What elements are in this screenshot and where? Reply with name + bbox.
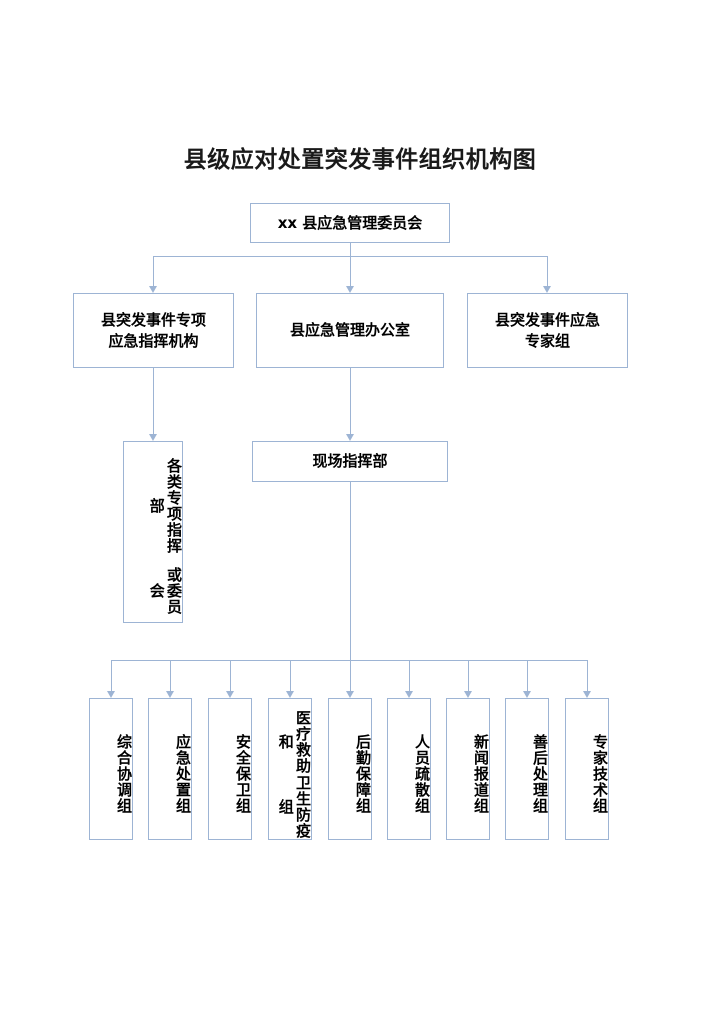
arrowhead-group-7 (464, 691, 472, 698)
node-group-2[interactable]: 应急处置组 (148, 698, 192, 840)
node-level2-1-label: 县突发事件专项 应急指挥机构 (100, 311, 206, 350)
connector-group-drop-9 (587, 660, 588, 691)
node-level2-3-label: 县突发事件应急 专家组 (494, 311, 600, 350)
node-group-6-col-1: 人员疏散组 (413, 734, 431, 814)
connector-group-drop-8 (527, 660, 528, 691)
node-group-4-text: 医疗救助和 卫生防疫组 (277, 709, 312, 839)
node-group-8-col-1: 善后处理组 (531, 734, 549, 814)
node-group-3[interactable]: 安全保卫组 (208, 698, 252, 840)
node-level2-3[interactable]: 县突发事件应急 专家组 (467, 293, 628, 368)
node-group-3-text: 安全保卫组 (234, 734, 252, 814)
connector-groups-bus (111, 660, 587, 661)
node-group-9-text: 专家技术组 (591, 734, 609, 814)
node-level3-left-col-left: 或委员会 (147, 567, 183, 616)
connector-level2-drop-2 (350, 256, 351, 286)
arrowhead-group-9 (583, 691, 591, 698)
arrowhead-group-3 (226, 691, 234, 698)
node-group-6-text: 人员疏散组 (413, 734, 431, 814)
node-group-1[interactable]: 综合协调组 (89, 698, 133, 840)
connector-group-drop-6 (409, 660, 410, 691)
connector-level2-drop-1 (153, 256, 154, 286)
connector-l2-2-to-l3-center (350, 368, 351, 434)
connector-group-drop-1 (111, 660, 112, 691)
arrowhead-group-5 (346, 691, 354, 698)
node-group-6[interactable]: 人员疏散组 (387, 698, 431, 840)
node-group-7[interactable]: 新闻报道组 (446, 698, 490, 840)
node-level2-2-label: 县应急管理办公室 (289, 321, 410, 340)
connector-group-drop-4 (290, 660, 291, 691)
node-group-4-col-left: 卫生防疫组 (276, 774, 312, 839)
node-group-2-col-1: 应急处置组 (174, 734, 192, 814)
connector-level2-drop-3 (547, 256, 548, 286)
node-group-5[interactable]: 后勤保障组 (328, 698, 372, 840)
node-root[interactable]: xx 县应急管理委员会 (250, 203, 450, 243)
node-root-label: xx 县应急管理委员会 (277, 213, 423, 232)
connector-group-drop-7 (468, 660, 469, 691)
page-title: 县级应对处置突发事件组织机构图 (183, 147, 537, 173)
node-group-5-col-1: 后勤保障组 (354, 734, 372, 814)
connector-group-drop-2 (170, 660, 171, 691)
arrowhead-group-2 (166, 691, 174, 698)
node-group-4[interactable]: 医疗救助和 卫生防疫组 (268, 698, 312, 840)
node-group-7-text: 新闻报道组 (472, 734, 490, 814)
node-group-9-col-1: 专家技术组 (591, 734, 609, 814)
arrowhead-level2-1 (149, 286, 157, 293)
arrowhead-level2-2 (346, 286, 354, 293)
node-group-2-text: 应急处置组 (174, 734, 192, 814)
node-group-4-col-right: 医疗救助和 (276, 709, 312, 774)
arrowhead-group-4 (286, 691, 294, 698)
connector-center-stem (350, 482, 351, 660)
node-group-8-text: 善后处理组 (531, 734, 549, 814)
node-level2-2[interactable]: 县应急管理办公室 (256, 293, 444, 368)
connector-group-drop-3 (230, 660, 231, 691)
node-group-3-col-1: 安全保卫组 (234, 734, 252, 814)
arrowhead-group-8 (523, 691, 531, 698)
node-level2-1[interactable]: 县突发事件专项 应急指挥机构 (73, 293, 234, 368)
node-level3-center-label: 现场指挥部 (312, 452, 388, 471)
node-group-8[interactable]: 善后处理组 (505, 698, 549, 840)
arrowhead-group-1 (107, 691, 115, 698)
arrowhead-level2-3 (543, 286, 551, 293)
connector-root-stem (350, 243, 351, 256)
node-level3-left-text: 各类专项指挥部 或委员会 (148, 452, 183, 622)
node-group-1-text: 综合协调组 (115, 734, 133, 814)
arrowhead-l3-left (149, 434, 157, 441)
arrowhead-group-6 (405, 691, 413, 698)
arrowhead-l3-center (346, 434, 354, 441)
node-level3-center[interactable]: 现场指挥部 (252, 441, 448, 482)
node-level3-left[interactable]: 各类专项指挥部 或委员会 (123, 441, 183, 623)
node-group-9[interactable]: 专家技术组 (565, 698, 609, 840)
node-group-1-col-1: 综合协调组 (115, 734, 133, 814)
connector-l2-1-to-l3-left (153, 368, 154, 434)
node-group-7-col-1: 新闻报道组 (472, 734, 490, 814)
node-level3-left-col-right: 各类专项指挥部 (147, 458, 183, 555)
node-group-5-text: 后勤保障组 (354, 734, 372, 814)
connector-group-drop-5 (350, 660, 351, 691)
